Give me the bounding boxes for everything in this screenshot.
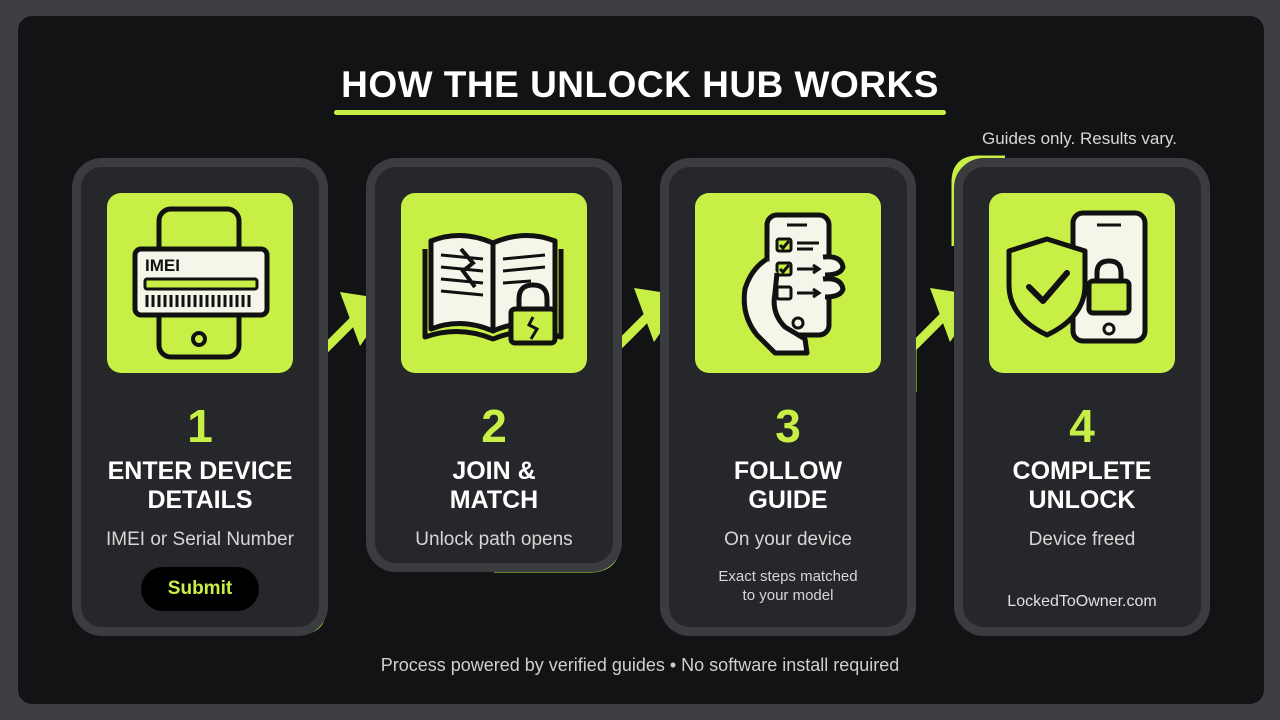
submit-button[interactable]: Submit (141, 567, 259, 611)
footer-text: Process powered by verified guides • No … (380, 655, 900, 675)
site-url: LockedToOwner.com (1007, 593, 1157, 610)
step-note-line: Exact steps matched (718, 568, 858, 585)
step-4-icon-box (989, 193, 1175, 373)
step-title: JOIN & MATCH (375, 457, 613, 515)
step-title-line: UNLOCK (1028, 486, 1136, 514)
step-title-line: COMPLETE (1012, 457, 1152, 485)
step-description: On your device (724, 529, 852, 550)
title-underline (334, 110, 946, 115)
connector-3-4 (907, 310, 950, 392)
book-lock-icon (422, 232, 564, 346)
imei-label: IMEI (145, 256, 180, 275)
step-number: 1 (187, 400, 213, 452)
step-title-line: MATCH (449, 486, 539, 514)
step-description: Unlock path opens (415, 529, 573, 550)
step-title: COMPLETE UNLOCK (963, 457, 1201, 515)
phone-imei-card-icon: IMEI (132, 206, 270, 360)
step-description: Device freed (1028, 529, 1136, 550)
step-card-3: 3 FOLLOW GUIDE On your device Exact step… (660, 158, 916, 636)
step-title-line: JOIN & (452, 457, 536, 485)
step-number: 4 (1069, 400, 1095, 452)
step-title-line: GUIDE (748, 486, 828, 514)
step-1-icon-box: IMEI (107, 193, 293, 373)
hand-phone-checklist-icon (741, 212, 846, 356)
step-note: Exact steps matched to your model (669, 567, 907, 605)
step-card-1: IMEI 1 ENTER DEVICE DETAILS IMEI or Seri… (72, 158, 328, 636)
step-description: IMEI or Serial Number (106, 529, 294, 550)
shield-phone-lock-icon (1006, 210, 1148, 344)
step-note-line: to your model (742, 587, 834, 604)
disclaimer-text: Guides only. Results vary. (982, 129, 1177, 148)
step-title-line: ENTER DEVICE (107, 457, 293, 485)
step-title-line: DETAILS (147, 486, 253, 514)
step-card-4: 4 COMPLETE UNLOCK Device freed LockedToO… (954, 158, 1210, 636)
step-title: ENTER DEVICE DETAILS (81, 457, 319, 515)
step-title: FOLLOW GUIDE (669, 457, 907, 515)
step-3-icon-box (695, 193, 881, 373)
step-2-icon-box (401, 193, 587, 373)
step-number: 3 (775, 400, 801, 452)
step-title-line: FOLLOW (733, 457, 843, 485)
step-number: 2 (481, 400, 507, 452)
page-title: HOW THE UNLOCK HUB WORKS (341, 64, 939, 105)
step-card-2: 2 JOIN & MATCH Unlock path opens (366, 158, 622, 572)
